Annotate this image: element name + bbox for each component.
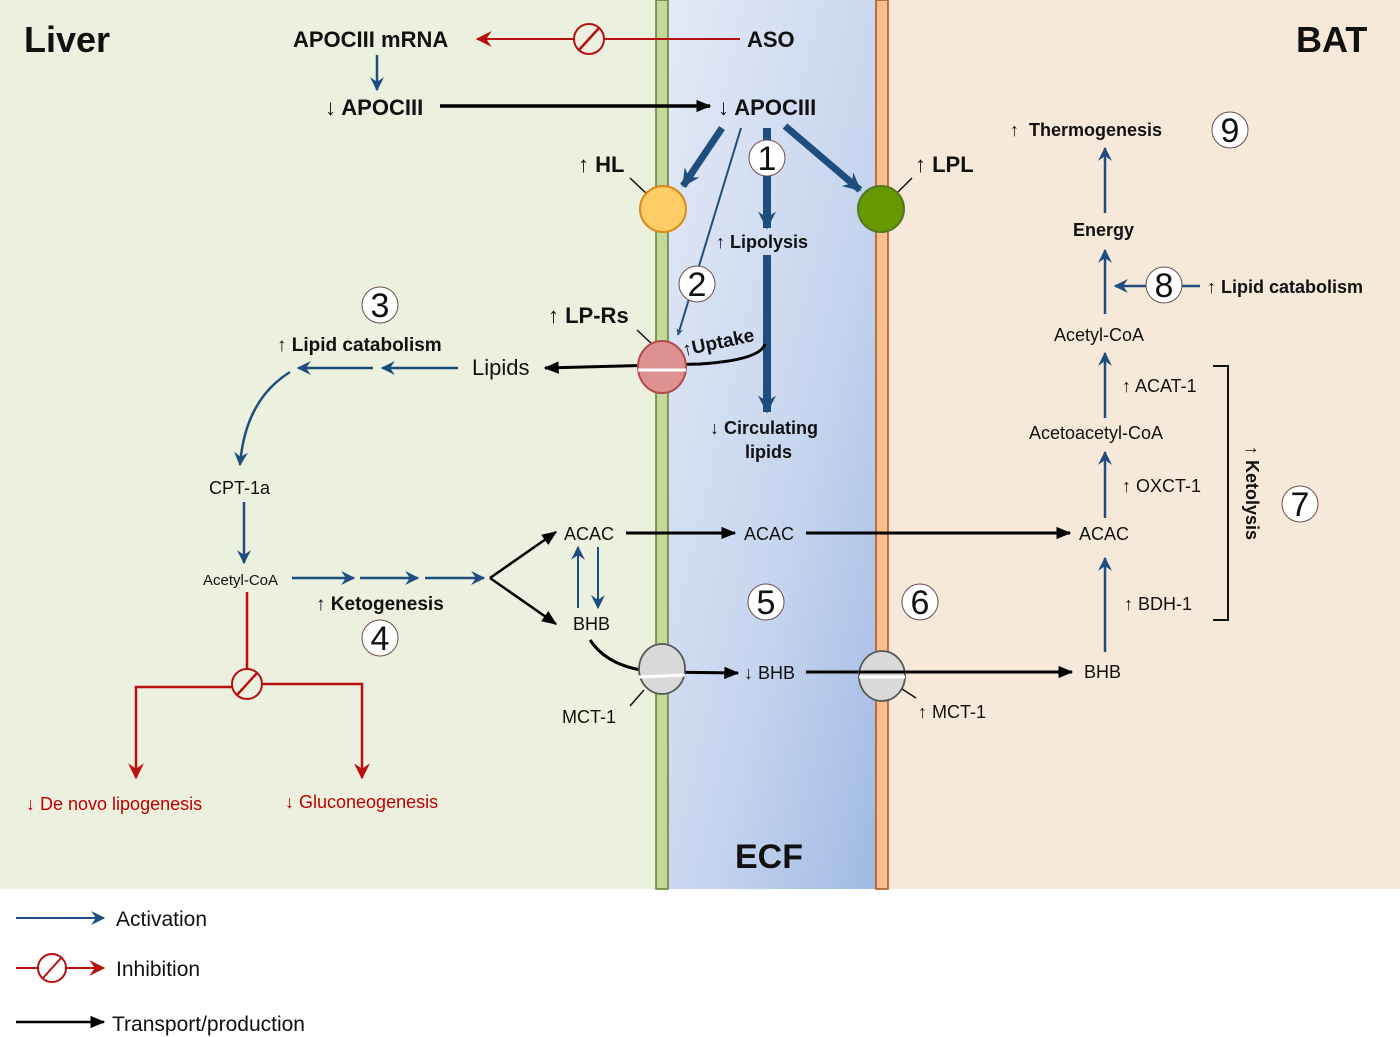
lpl-enzyme [857, 185, 905, 233]
svg-text:4: 4 [371, 620, 390, 658]
step-1-badge: 1 [748, 139, 786, 178]
ketogenesis-to-acac-arrow [489, 530, 558, 580]
bat-acetylcoa-label: Acetyl-CoA [1054, 325, 1144, 345]
step-6-badge: 6 [901, 583, 939, 622]
step-4-badge: 4 [361, 619, 399, 658]
legend-transport-label: Transport/production [112, 1013, 305, 1036]
energy-label: Energy [1073, 220, 1134, 240]
liver-title: Liver [24, 19, 110, 60]
bat-bhb-label: BHB [1084, 662, 1121, 682]
lipids-label: Lipids [472, 355, 529, 380]
circulating-lipids-label-1: ↓ Circulating [710, 418, 818, 438]
svg-text:2: 2 [688, 266, 707, 304]
bat-acac-label: ACAC [1079, 524, 1129, 544]
liver-mct1-transporter [638, 643, 686, 695]
bat-lipid-catabolism-label: ↑ Lipid catabolism [1207, 277, 1363, 297]
liver-membrane [655, 0, 669, 890]
bat-mct1-label: ↑ MCT-1 [918, 702, 986, 722]
svg-text:5: 5 [757, 584, 776, 622]
ketogenesis-label: ↑ Ketogenesis [316, 594, 444, 615]
ketogenesis-to-bhb-arrow [489, 576, 558, 626]
liver-mct1-label: MCT-1 [562, 707, 616, 727]
legend: Activation Inhibition Transport/producti… [16, 908, 305, 1036]
step-8-badge: 8 [1145, 266, 1183, 305]
cpt1a-label: CPT-1a [209, 478, 271, 498]
legend-activation-label: Activation [116, 908, 207, 931]
svg-text:9: 9 [1221, 112, 1240, 150]
step-2-badge: 2 [678, 265, 716, 304]
bat-membrane [875, 0, 889, 890]
ecf-apociii-label: ↓ APOCIII [718, 95, 816, 120]
lipolysis-label: ↑ Lipolysis [716, 232, 808, 252]
bat-mct1-pointer [901, 688, 917, 699]
circulating-lipids-label-2: lipids [745, 442, 792, 462]
gluconeogenesis-label: ↓ Gluconeogenesis [285, 792, 438, 812]
liver-inhibition-icon [231, 668, 263, 700]
step-5-badge: 5 [747, 583, 785, 622]
step-9-badge: 9 [1211, 111, 1249, 150]
legend-inhibition-label: Inhibition [116, 958, 200, 981]
liver-lipid-catabolism-label: ↑ Lipid catabolism [277, 335, 442, 356]
aso-inhibition-icon [573, 23, 605, 55]
ecf-title: ECF [735, 838, 803, 876]
ketolysis-label: ↑ Ketolysis [1242, 446, 1262, 540]
lprs-pointer [636, 329, 654, 346]
svg-text:6: 6 [911, 584, 930, 622]
ketolysis-bracket [1213, 365, 1229, 621]
legend-transport: Transport/production [16, 1013, 305, 1036]
inhibition-to-gluconeogenesis-arrow [263, 682, 370, 780]
de-novo-lipogenesis-label: ↓ De novo lipogenesis [26, 794, 202, 814]
apociii-to-lpl-arrow [782, 123, 863, 193]
apociii-mrna-label: APOCIII mRNA [293, 27, 448, 52]
liver-acac-label: ACAC [564, 524, 614, 544]
catabolism-to-cpt1a-arrow [234, 370, 291, 467]
svg-text:3: 3 [371, 287, 390, 325]
inhibition-to-dnl-arrow [128, 685, 232, 780]
acetoacetylcoa-label: Acetoacetyl-CoA [1029, 423, 1163, 443]
hl-pointer [629, 177, 649, 196]
ecf-acac-label: ACAC [744, 524, 794, 544]
bat-compartment [888, 0, 1400, 889]
svg-text:7: 7 [1291, 486, 1310, 524]
liver-apociii-label: ↓ APOCIII [325, 95, 423, 120]
bat-title: BAT [1296, 19, 1367, 60]
hl-enzyme [639, 185, 687, 233]
liver-bhb-label: BHB [573, 614, 610, 634]
apociii-to-hl-arrow [680, 126, 725, 188]
aso-label: ASO [747, 27, 795, 52]
uptake-transport-arrow [543, 343, 767, 374]
oxct1-label: ↑ OXCT-1 [1122, 476, 1201, 496]
svg-text:8: 8 [1155, 267, 1174, 305]
svg-text:1: 1 [758, 140, 777, 178]
bat-mct1-transporter [858, 650, 906, 702]
hl-label: ↑ HL [578, 152, 624, 177]
legend-activation: Activation [16, 908, 207, 931]
step-7-badge: 7 [1281, 485, 1319, 524]
lprs-receptor [637, 340, 687, 394]
lprs-label: ↑ LP-Rs [548, 303, 629, 328]
legend-area [0, 889, 1400, 1037]
bdh1-label: ↑ BDH-1 [1124, 594, 1192, 614]
lpl-pointer [896, 177, 913, 194]
apociii-to-lprs-arrow [676, 127, 742, 336]
step-3-badge: 3 [361, 286, 399, 325]
thermogenesis-label: ↑ Thermogenesis [1010, 120, 1162, 140]
liver-mct1-pointer [629, 689, 645, 707]
acat1-label: ↑ ACAT-1 [1122, 376, 1197, 396]
ecf-bhb-label: ↓ BHB [744, 663, 795, 683]
liver-compartment [0, 0, 656, 889]
legend-inhibition: Inhibition [16, 953, 200, 983]
lpl-label: ↑ LPL [915, 152, 974, 177]
liver-acetylcoa-label: Acetyl-CoA [203, 572, 278, 589]
